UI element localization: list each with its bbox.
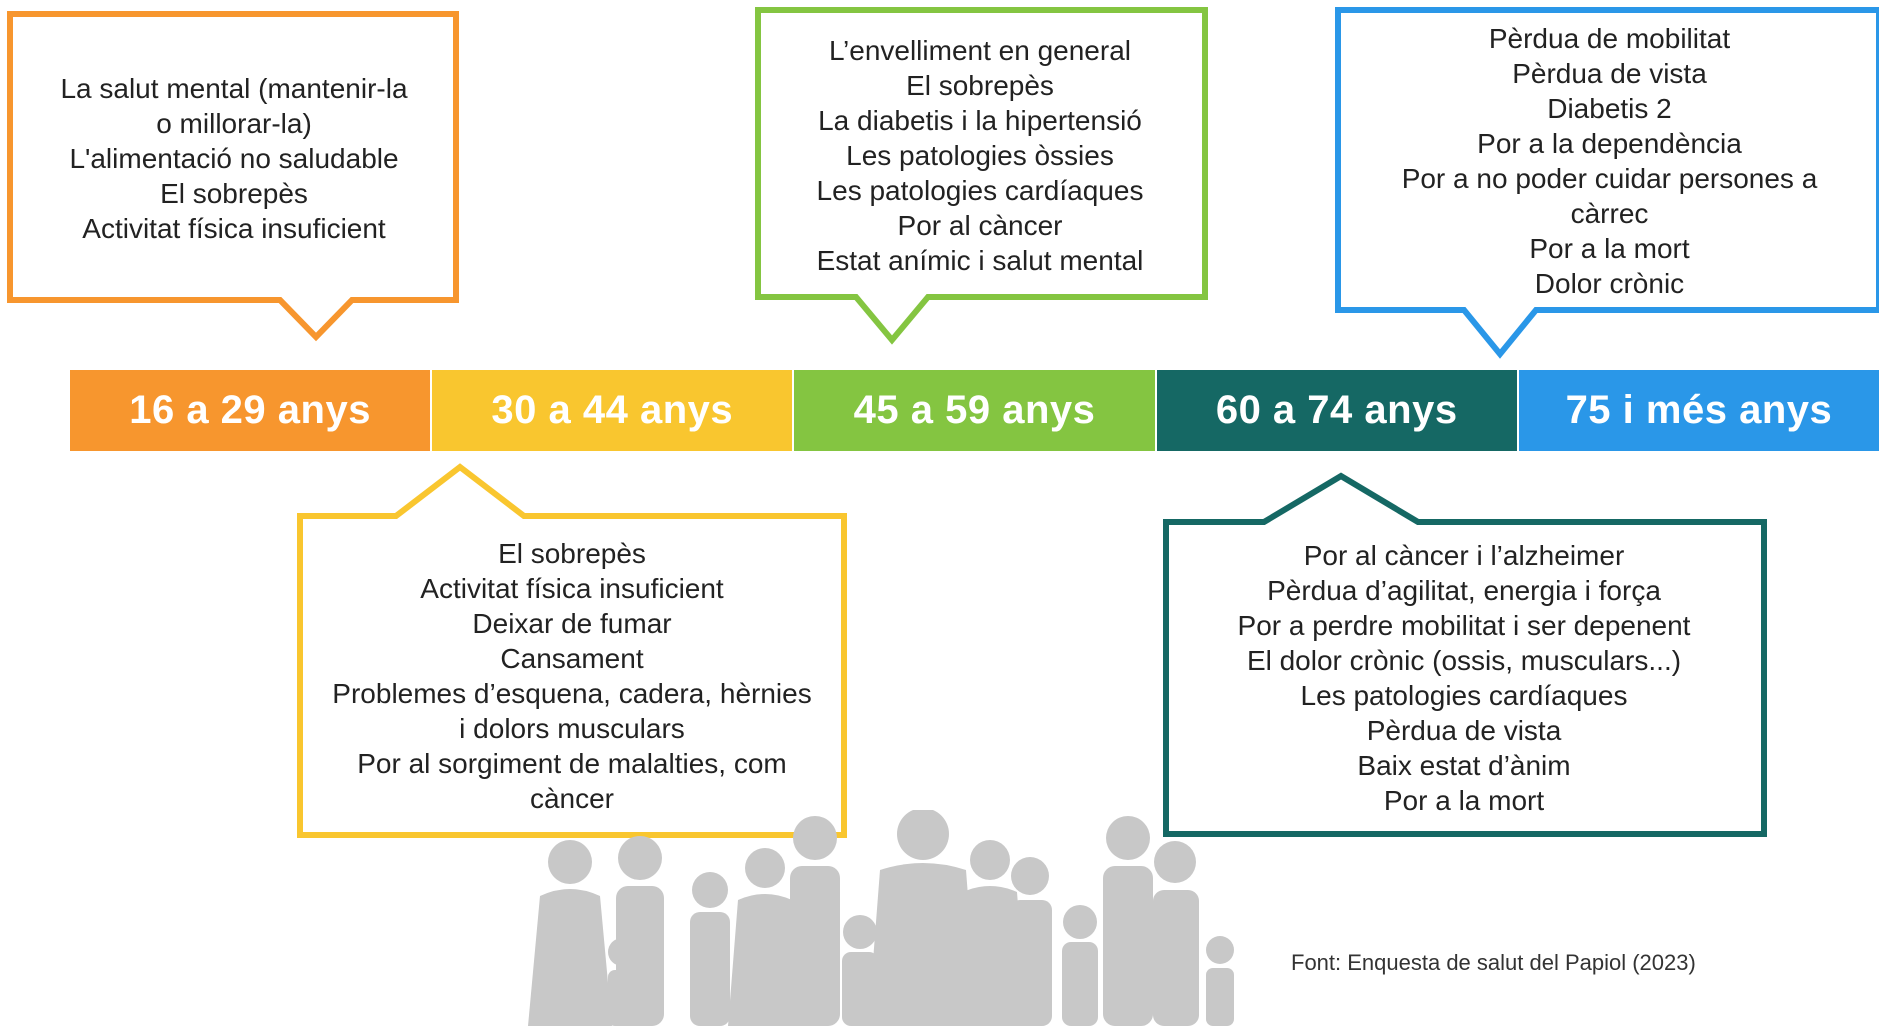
concern-item: Baix estat d’ànim	[1357, 750, 1571, 781]
age-timeline: 16 a 29 anys 30 a 44 anys 45 a 59 anys 6…	[70, 370, 1879, 451]
concern-item: o millorar-la)	[156, 107, 312, 139]
concern-item: L’envelliment en general	[829, 34, 1131, 66]
concern-item: Activitat física insuficient	[420, 573, 724, 604]
concern-item: Les patologies òssies	[846, 139, 1114, 171]
callout-outline	[1163, 472, 1767, 837]
age-segment-45-59: 45 a 59 anys	[792, 370, 1155, 451]
concern-item: Les patologies cardíaques	[816, 174, 1144, 206]
concern-item: Por a la dependència	[1477, 128, 1742, 159]
concern-item: El sobrepès	[906, 69, 1054, 101]
source-note: Font: Enquesta de salut del Papiol (2023…	[1291, 950, 1696, 975]
concern-item: La salut mental (mantenir-la	[60, 72, 408, 104]
age-segment-30-44: 30 a 44 anys	[430, 370, 793, 451]
age-segment-60-74: 60 a 74 anys	[1154, 370, 1517, 451]
concern-item: Por a la mort	[1383, 785, 1545, 816]
concern-item: Problemes d’esquena, cadera, hèrnies	[332, 678, 812, 709]
concern-item: Por al sorgiment de malalties, com	[357, 748, 787, 779]
concern-item: Pèrdua d’agilitat, energia i força	[1267, 575, 1661, 606]
concern-item: Pèrdua de mobilitat	[1488, 23, 1731, 54]
callout-outline	[755, 7, 1208, 345]
callout-outline	[297, 463, 847, 838]
concern-item: Les patologies cardíaques	[1300, 680, 1628, 711]
callout-outline	[1335, 7, 1879, 359]
concern-item: El sobrepès	[498, 538, 646, 569]
concern-item: Diabetis 2	[1547, 93, 1672, 124]
age-segment-75-plus: 75 i més anys	[1516, 370, 1879, 451]
concern-item: Dolor crònic	[1534, 268, 1685, 299]
concern-item: Por a no poder cuidar persones a	[1401, 163, 1818, 194]
concern-item: Estat anímic i salut mental	[816, 244, 1144, 276]
concern-item: Por a la mort	[1529, 233, 1690, 264]
concern-item: Activitat física insuficient	[82, 212, 386, 244]
concern-item: càncer	[529, 783, 615, 814]
concern-item: El sobrepès	[160, 177, 308, 209]
concern-item: El dolor crònic (ossis, musculars...)	[1246, 645, 1682, 676]
callout-outline	[7, 11, 459, 342]
concern-item: Por a perdre mobilitat i ser depenent	[1237, 610, 1691, 641]
concern-item: càrrec	[1570, 198, 1649, 229]
concern-item: Cansament	[500, 643, 644, 674]
concern-item: Pèrdua de vista	[1512, 58, 1707, 89]
concern-item: Pèrdua de vista	[1366, 715, 1562, 746]
concern-item: Deixar de fumar	[472, 608, 672, 639]
concern-item: Por al càncer i l’alzheimer	[1303, 540, 1625, 571]
age-segment-16-29: 16 a 29 anys	[70, 370, 431, 451]
family-silhouette-icon	[528, 810, 1234, 1026]
concern-item: La diabetis i la hipertensió	[818, 104, 1142, 136]
concern-item: i dolors musculars	[459, 713, 685, 744]
concern-item: L'alimentació no saludable	[69, 142, 399, 174]
concern-item: Por al càncer	[897, 209, 1063, 241]
